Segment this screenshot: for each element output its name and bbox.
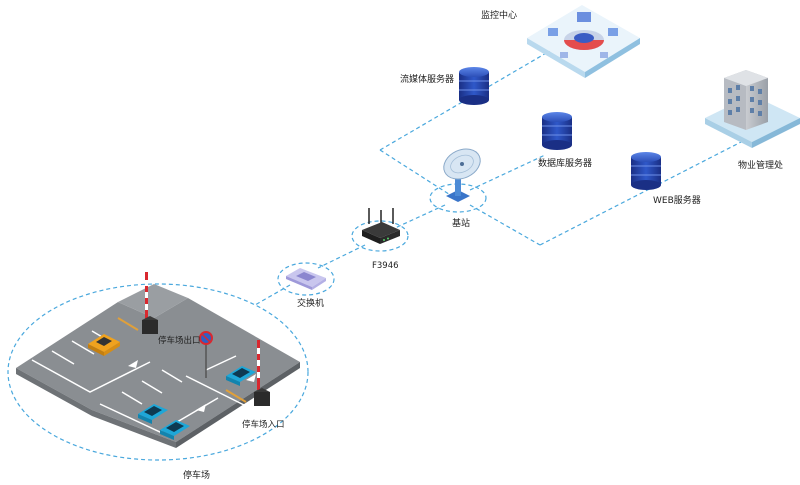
link-basestation-router bbox=[394, 204, 446, 229]
office-building-icon bbox=[705, 70, 800, 148]
satellite-dish-icon bbox=[443, 148, 481, 202]
router-ring bbox=[351, 220, 409, 252]
label-switch: 交换机 bbox=[297, 297, 324, 309]
connection-lines bbox=[254, 44, 746, 306]
control-room-icon bbox=[527, 5, 640, 78]
label-parking-exit: 停车场出口 bbox=[158, 335, 201, 346]
label-monitor-center: 监控中心 bbox=[481, 9, 517, 21]
label-base-station: 基站 bbox=[452, 217, 470, 229]
label-property-office: 物业管理处 bbox=[738, 159, 783, 171]
entrance-barrier-icon bbox=[254, 340, 270, 406]
exit-barrier-icon bbox=[142, 272, 158, 334]
label-parking-entrance: 停车场入口 bbox=[242, 419, 285, 430]
link-switch-parking bbox=[254, 284, 291, 306]
router-icon bbox=[362, 208, 400, 244]
taxi-icon bbox=[88, 334, 120, 356]
server-stack-icon bbox=[459, 67, 489, 105]
link-streaming-basestation bbox=[379, 149, 456, 199]
car-icon bbox=[226, 366, 256, 386]
label-streaming-server: 流媒体服务器 bbox=[400, 73, 454, 85]
car-icon bbox=[160, 420, 190, 440]
network-switch-icon bbox=[286, 268, 326, 290]
label-web-server: WEB服务器 bbox=[653, 194, 701, 206]
link-basestation-web bbox=[469, 204, 541, 246]
link-basestation-database bbox=[469, 154, 546, 191]
label-database-server: 数据库服务器 bbox=[538, 157, 592, 169]
car-icon bbox=[138, 404, 168, 424]
parking-lot-ring bbox=[7, 283, 309, 461]
link-router-switch bbox=[317, 244, 366, 269]
label-router: F3946 bbox=[372, 261, 399, 271]
server-stack-icon bbox=[542, 112, 572, 150]
no-parking-sign-icon bbox=[199, 331, 213, 378]
switch-ring bbox=[277, 262, 335, 296]
parking-lot-map bbox=[16, 272, 300, 448]
server-stack-icon bbox=[631, 152, 661, 190]
link-web-office bbox=[539, 139, 746, 246]
label-parking-lot: 停车场 bbox=[183, 469, 210, 481]
